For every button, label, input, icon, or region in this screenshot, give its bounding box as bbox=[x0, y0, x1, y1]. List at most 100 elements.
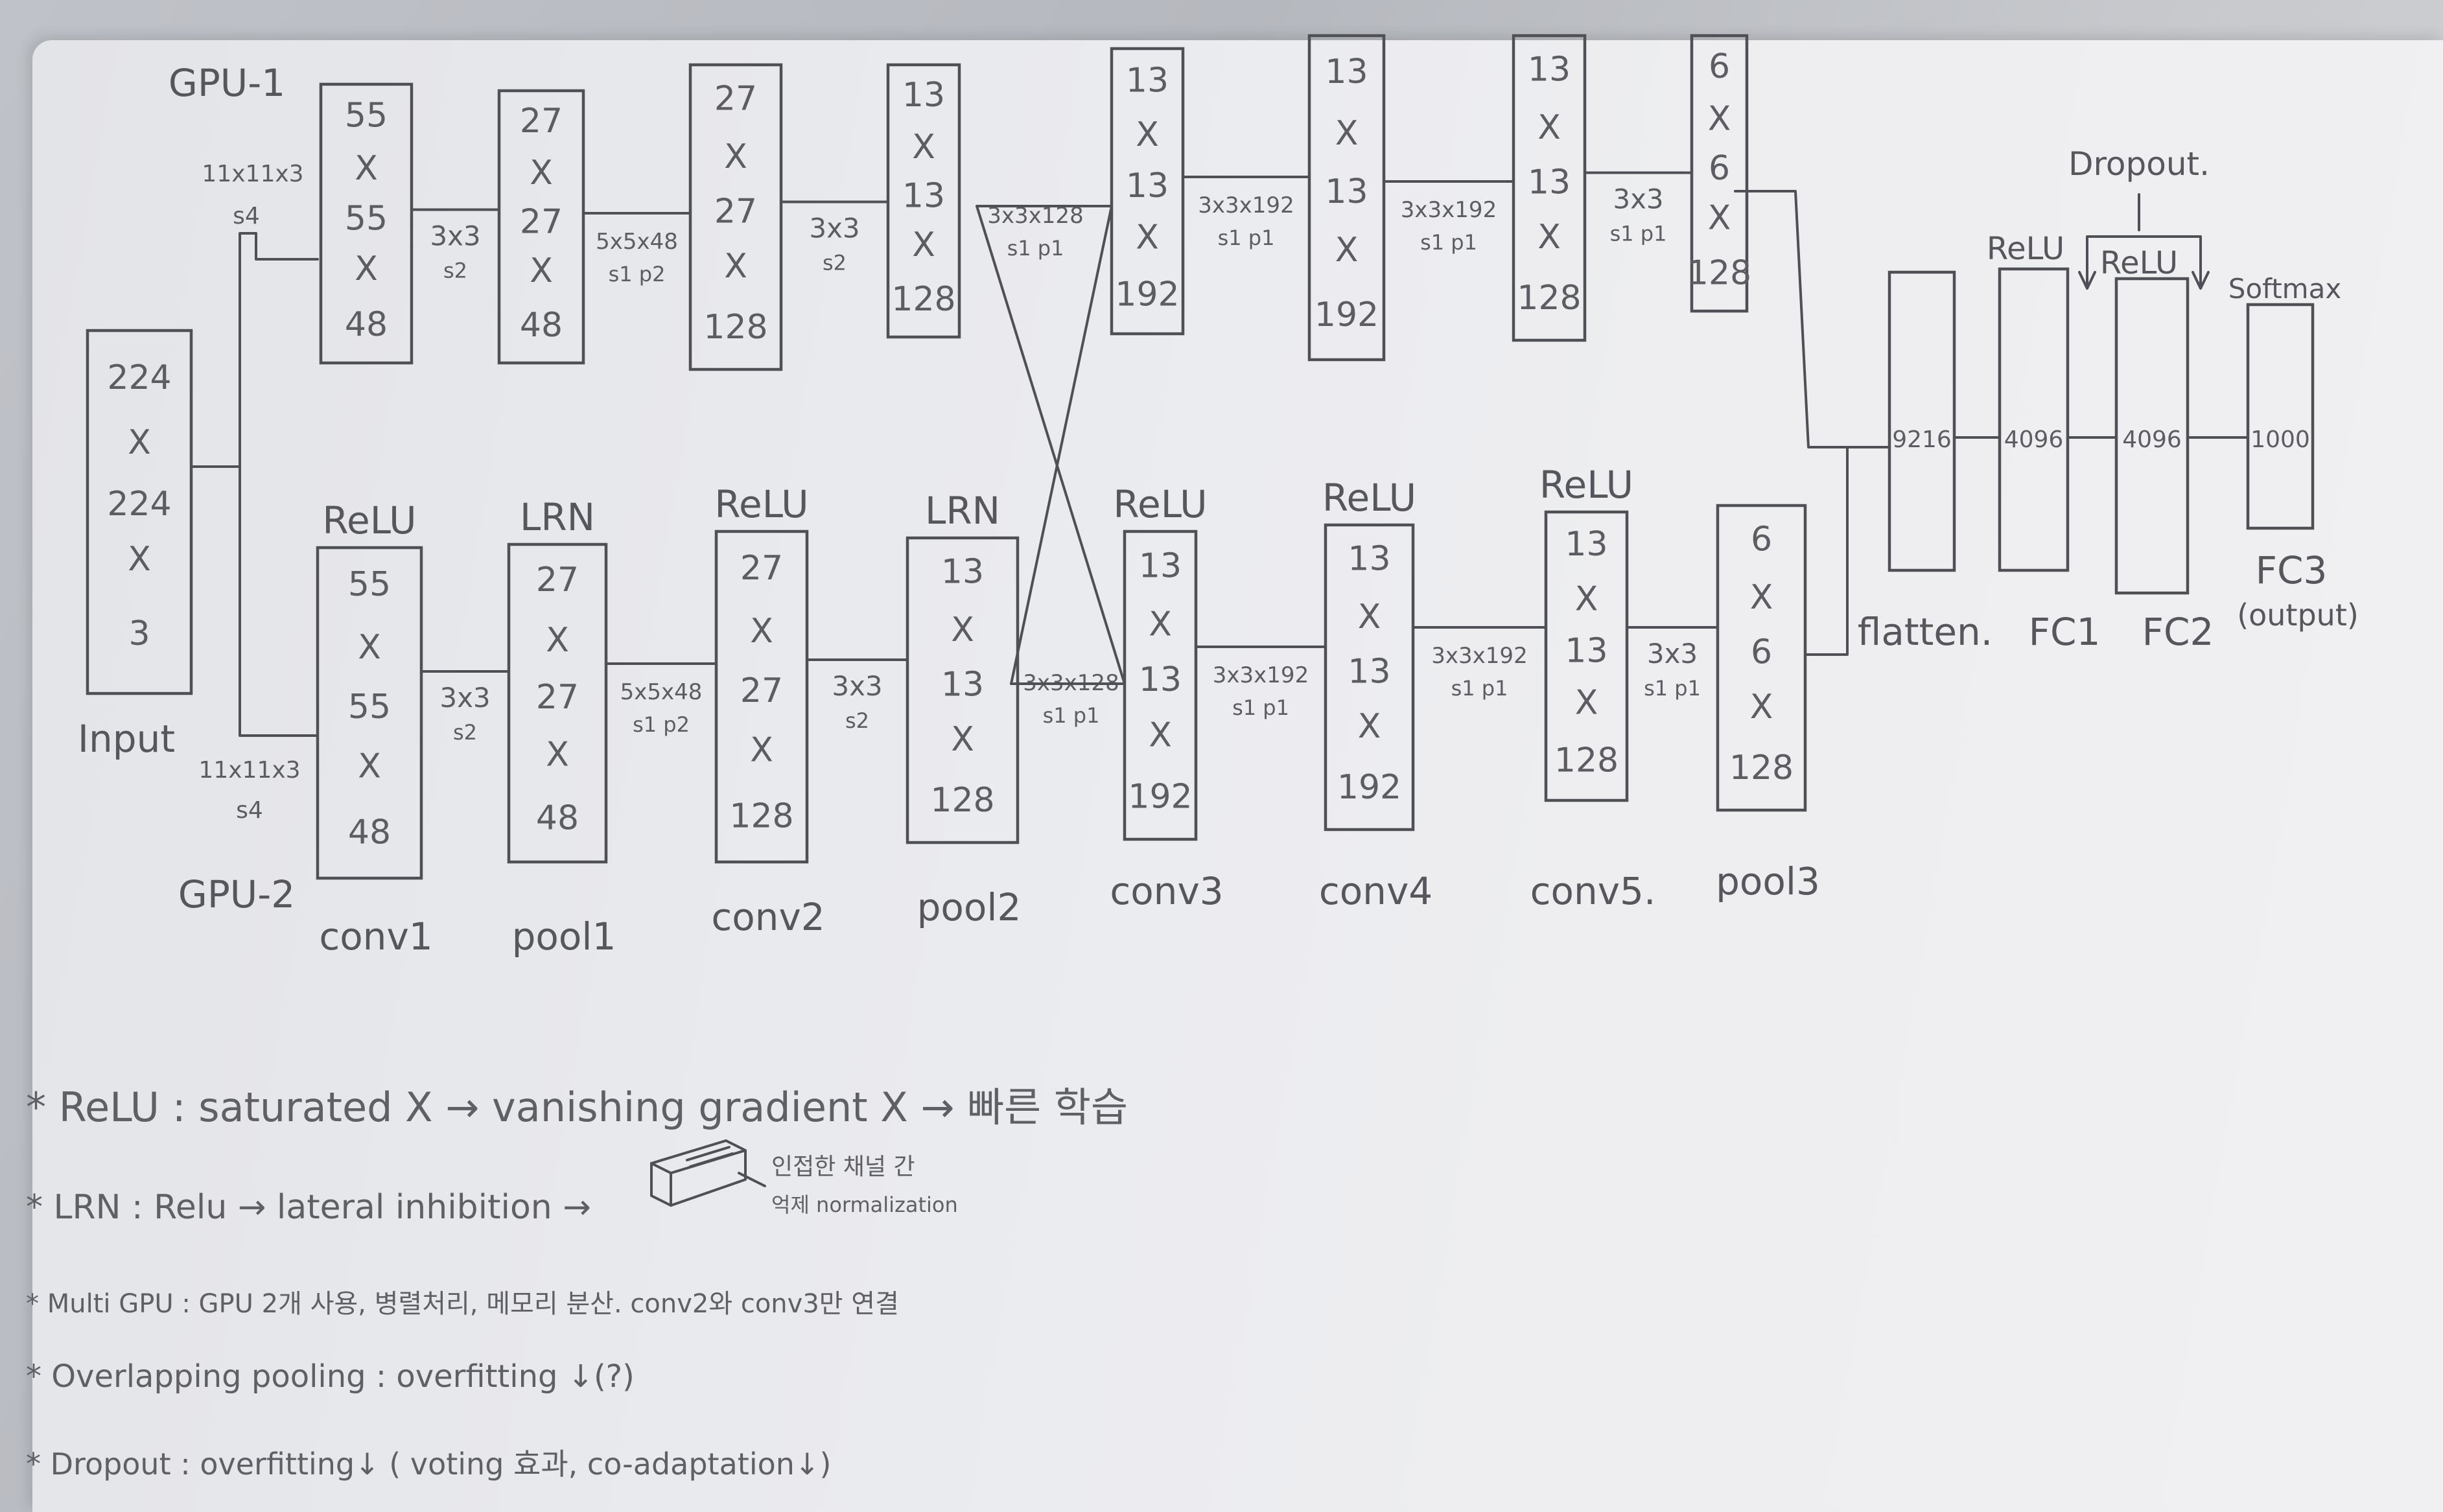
input-kernel-bottom: 11x11x3 bbox=[198, 757, 300, 784]
top-box-1-line-4: X bbox=[355, 250, 378, 288]
fc-activation-label-1: ReLU bbox=[1987, 231, 2064, 267]
lrn-side-note-1: 인접한 채널 간 bbox=[771, 1154, 915, 1180]
fc-name-5: (output) bbox=[2237, 598, 2359, 633]
top-box-2-line-2: X bbox=[530, 154, 553, 192]
top-connector-kernel-3: 3x3 bbox=[809, 213, 859, 244]
top-box-2-line-3: 27 bbox=[520, 203, 563, 242]
bottom-box-1-line-1: 55 bbox=[348, 565, 391, 604]
input-dim-1: 224 bbox=[107, 358, 171, 397]
fc-box-4-size: 1000 bbox=[2250, 426, 2310, 453]
bottom-box-8-line-3: 6 bbox=[1751, 633, 1772, 672]
top-box-7-line-4: X bbox=[1537, 218, 1561, 257]
top-connector-stride-5: s1 p1 bbox=[1218, 226, 1275, 250]
note-overlapping-pooling: * Overlapping pooling : overfitting ↓(?) bbox=[26, 1358, 635, 1395]
input-dim-x2: X bbox=[128, 540, 151, 579]
note-relu: * ReLU : saturated X → vanishing gradien… bbox=[26, 1084, 1128, 1131]
bottom-box-2-line-5: 48 bbox=[536, 798, 579, 837]
top-connector-stride-7: s1 p1 bbox=[1610, 222, 1667, 246]
fc-box-2-size: 4096 bbox=[2004, 426, 2064, 453]
dropout-bracket bbox=[2086, 193, 2202, 286]
input-to-gpu1-line bbox=[190, 232, 319, 468]
bottom-activation-label-4: LRN bbox=[925, 489, 1000, 533]
top-box-6-line-3: 13 bbox=[1325, 172, 1368, 211]
merge-bottom-line bbox=[1804, 446, 1849, 656]
top-box-8-line-2: X bbox=[1708, 100, 1731, 139]
bottom-box-6-line-5: 192 bbox=[1337, 768, 1401, 807]
dropout-arrows bbox=[2078, 271, 2210, 290]
top-box-3-line-1: 27 bbox=[714, 80, 757, 119]
layer-name-6: conv4 bbox=[1319, 869, 1432, 913]
layer-name-8: pool3 bbox=[1716, 859, 1820, 903]
bottom-box-6-line-2: X bbox=[1358, 598, 1381, 636]
top-box-3-line-5: 128 bbox=[703, 308, 767, 347]
top-box-8-line-1: 6 bbox=[1709, 47, 1730, 86]
input-stride-top: s4 bbox=[233, 203, 260, 229]
bottom-connector-kernel-1: 3x3 bbox=[439, 682, 490, 714]
layer-name-2: pool1 bbox=[512, 914, 616, 959]
fc-box-1: 9216 bbox=[1888, 270, 1956, 572]
top-box-4-line-5: 128 bbox=[891, 280, 955, 319]
fc-box-3-size: 4096 bbox=[2122, 426, 2182, 453]
cross-line-down bbox=[976, 205, 1126, 685]
top-box-6-line-1: 13 bbox=[1325, 52, 1368, 91]
fc-activation-label-3: Softmax bbox=[2228, 273, 2341, 305]
top-box-2-line-1: 27 bbox=[520, 102, 563, 141]
layer-name-4: pool2 bbox=[917, 885, 1022, 929]
fc-box-1-size: 9216 bbox=[1892, 426, 1952, 453]
bottom-connector-stride-1: s2 bbox=[453, 720, 477, 745]
bottom-box-7-line-1: 13 bbox=[1565, 525, 1607, 564]
bottom-box-4-line-1: 13 bbox=[941, 553, 984, 592]
bottom-connector-kernel-3: 3x3 bbox=[832, 670, 882, 702]
top-connector-stride-1: s2 bbox=[443, 259, 467, 283]
bottom-activation-label-3: ReLU bbox=[714, 482, 808, 526]
top-connector-kernel-1: 3x3 bbox=[430, 220, 480, 252]
bottom-box-3-line-5: 128 bbox=[729, 797, 793, 836]
bottom-connector-stride-2: s1 p2 bbox=[633, 712, 690, 737]
layer-name-5: conv3 bbox=[1110, 869, 1223, 913]
top-box-4-line-1: 13 bbox=[902, 76, 945, 115]
top-box-8-line-4: X bbox=[1708, 199, 1731, 238]
top-box-7-line-1: 13 bbox=[1528, 51, 1571, 89]
input-to-gpu2-line bbox=[190, 465, 319, 737]
top-box-1-line-1: 55 bbox=[345, 96, 388, 135]
bottom-connector-kernel-7: 3x3 bbox=[1647, 638, 1698, 669]
bottom-box-3-line-4: X bbox=[750, 731, 773, 770]
bottom-box-2-line-3: 27 bbox=[536, 678, 579, 717]
bottom-connector-stride-5: s1 p1 bbox=[1232, 695, 1289, 720]
top-box-2-line-4: X bbox=[530, 251, 553, 290]
top-box-6-line-5: 192 bbox=[1315, 296, 1379, 334]
bottom-box-7-line-5: 128 bbox=[1554, 741, 1619, 780]
bottom-box-6-line-4: X bbox=[1358, 707, 1381, 746]
bottom-activation-label-1: ReLU bbox=[322, 498, 416, 542]
input-dim-3: 3 bbox=[128, 614, 150, 653]
top-box-1-line-3: 55 bbox=[345, 199, 388, 238]
top-connector-stride-2: s1 p2 bbox=[609, 262, 666, 286]
fc-activation-label-2: ReLU bbox=[2100, 245, 2178, 281]
cross-line-up bbox=[1010, 205, 1113, 685]
bottom-box-5-line-2: X bbox=[1149, 605, 1172, 644]
input-label: Input bbox=[78, 717, 175, 761]
input-box: 224 X 224 X 3 bbox=[86, 329, 193, 695]
top-box-5-line-2: X bbox=[1136, 115, 1159, 154]
bottom-connector-stride-6: s1 p1 bbox=[1451, 676, 1508, 701]
bottom-box-5-line-3: 13 bbox=[1139, 660, 1182, 699]
note-multi-gpu: * Multi GPU : GPU 2개 사용, 병렬처리, 메모리 분산. c… bbox=[26, 1289, 899, 1319]
top-box-1-line-2: X bbox=[355, 149, 378, 188]
bottom-box-7-line-2: X bbox=[1575, 580, 1598, 619]
bottom-box-3-line-2: X bbox=[750, 612, 773, 651]
paper-sheet bbox=[32, 40, 2443, 1512]
top-box-1-line-5: 48 bbox=[345, 305, 388, 344]
layer-name-7: conv5. bbox=[1530, 869, 1656, 913]
fc-box-4: 1000 bbox=[2246, 303, 2315, 530]
